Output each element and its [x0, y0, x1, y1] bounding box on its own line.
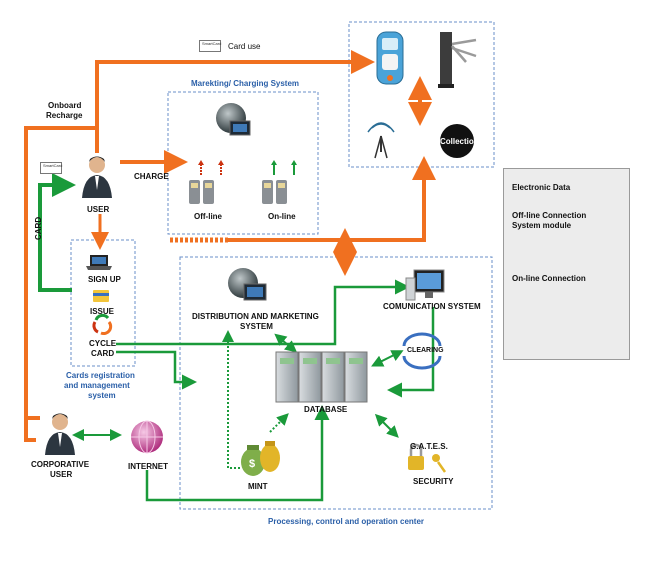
user-label: USER: [87, 205, 110, 214]
cycle-icon: [92, 313, 113, 335]
svg-text:$: $: [249, 458, 255, 470]
center-to-collection-line: [228, 156, 436, 242]
onboard-recharge-label: Onboard: [48, 101, 82, 110]
corporative-user-label: CORPORATIVE: [31, 460, 90, 469]
corporative-user-icon: [45, 413, 75, 455]
onboard-recharge-label-2: Recharge: [46, 111, 83, 120]
card-use-label: Card use: [228, 42, 261, 51]
money-bags-icon: $: [241, 441, 280, 476]
distribution-label: DISTRIBUTION AND MARKETING: [192, 312, 319, 321]
communication-to-database-line: [387, 307, 435, 398]
mint-to-database-line: [269, 413, 289, 433]
user-icon: [82, 156, 112, 198]
antenna-icon: [367, 122, 395, 159]
clearing-icon: [402, 332, 442, 370]
online-label: On-line: [268, 212, 296, 221]
corporative-user-label-2: USER: [50, 470, 73, 479]
issue-card-icon: [93, 290, 109, 302]
smartcard-user: SmartCard: [40, 162, 62, 174]
database-servers-icon: [275, 351, 368, 403]
database-label: DATABASE: [304, 405, 348, 414]
online-pos-terminals-icon: [262, 160, 297, 204]
internet-label: INTERNET: [128, 462, 168, 471]
database-clearing-arrow: [371, 350, 404, 367]
legend-electronic-data: Electronic Data: [512, 183, 571, 192]
processing-center-title: Processing, control and operation center: [268, 517, 425, 526]
gates-label: G.A.T.E.S.: [410, 442, 448, 451]
sign-up-label: SIGN UP: [88, 275, 121, 284]
security-label: SECURITY: [413, 477, 454, 486]
communication-monitor-icon: [405, 269, 445, 301]
globe-monitor-icon: [216, 103, 251, 136]
cycle-card-label-2: CARD: [91, 349, 115, 358]
cards-registration-title-3: system: [88, 391, 116, 400]
mint-to-distribution-line: [222, 330, 240, 469]
internet-to-database-line: [145, 405, 330, 502]
smartcard-text: SmartCard: [43, 163, 63, 168]
mint-label: MINT: [248, 482, 268, 491]
laptop-icon: [86, 255, 112, 270]
marketing-system-title: Marekting/ Charging System: [191, 79, 300, 88]
cycle-to-center-line: [116, 350, 197, 390]
offline-pos-terminals-icon: [189, 160, 224, 204]
charge-label: CHARGE: [134, 172, 169, 181]
cycle-card-label: CYCLE: [89, 339, 117, 348]
distribution-database-arrow: [274, 333, 298, 353]
card-return-line: [38, 173, 76, 292]
issue-label: ISSUE: [90, 307, 115, 316]
database-gates-arrow: [374, 413, 399, 438]
cycle-to-communication-line: [116, 279, 410, 346]
distribution-globe-icon: [228, 268, 267, 301]
communication-label: COMUNICATION SYSTEM: [383, 302, 481, 311]
collection-circle: [440, 124, 474, 158]
legend-box: Electronic Data Off-line Connection Syst…: [503, 168, 630, 360]
card-vertical-label: CARD: [34, 216, 43, 240]
cards-registration-title-2: and management: [64, 381, 130, 390]
offline-label: Off-line: [194, 212, 222, 221]
turnstile-icon: [438, 32, 477, 88]
legend-offline-label-2: System module: [512, 221, 572, 230]
legend-online-label: On-line Connection: [512, 274, 586, 283]
smartcard-card-use: SmartCard: [199, 40, 221, 52]
onboard-recharge-line: [24, 126, 97, 420]
distribution-label-2: SYSTEM: [240, 322, 273, 331]
lock-key-icon: [408, 443, 447, 473]
clearing-label: CLEARING: [407, 347, 444, 354]
validator-icon: [376, 31, 404, 85]
corporative-recharge-line: [24, 418, 36, 442]
card-use-line: [95, 50, 375, 153]
collection-label: Collection: [440, 137, 479, 146]
legend-offline-label: Off-line Connection: [512, 211, 587, 220]
smartcard-text: SmartCard: [202, 41, 222, 46]
cards-registration-title: Cards registration: [66, 371, 135, 380]
internet-globe-icon: [131, 420, 163, 454]
